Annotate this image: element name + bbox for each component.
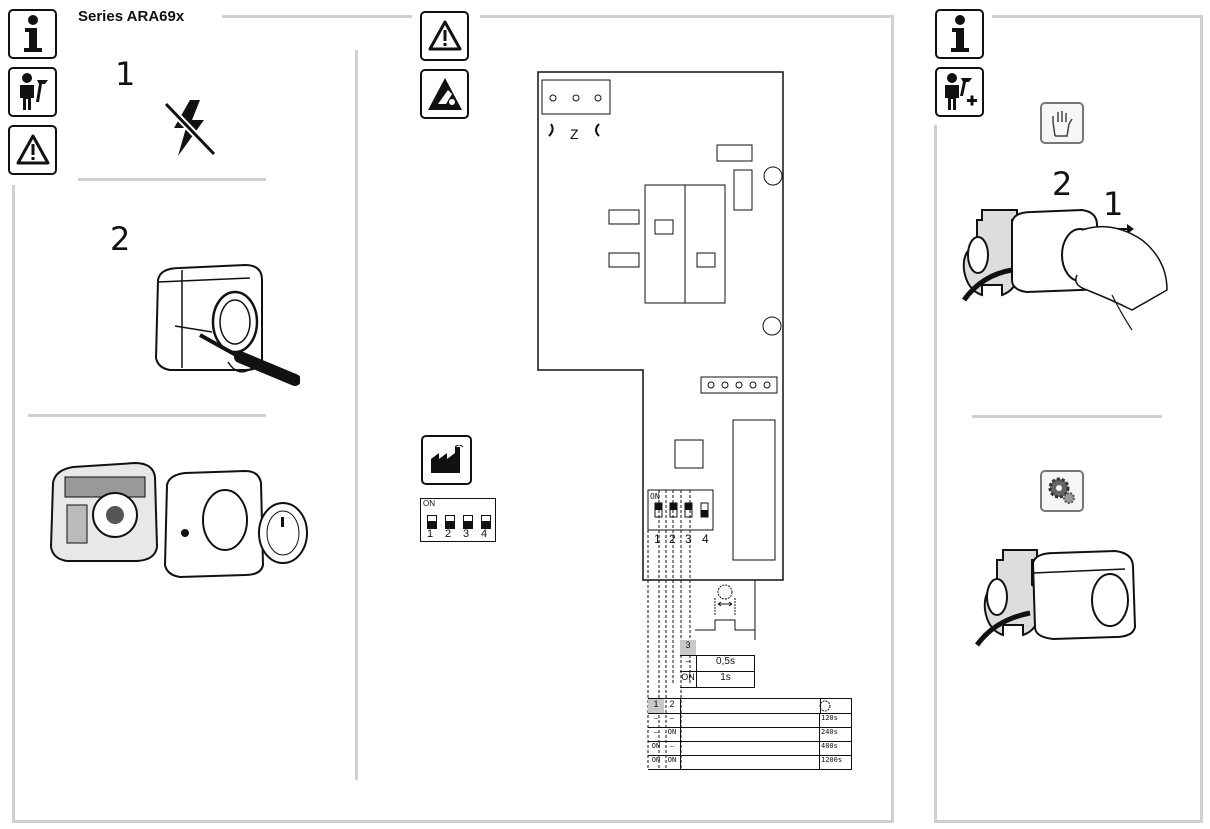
warning-icon: [8, 125, 57, 175]
dip-number: 3: [463, 528, 470, 540]
frame-line: [355, 50, 358, 780]
step-number: 2: [110, 220, 131, 258]
terminal-label: Z: [570, 126, 579, 142]
table-cell: –: [669, 714, 675, 722]
divider: [28, 414, 266, 417]
table-header: 2: [669, 699, 675, 709]
step-number: 2: [1052, 165, 1073, 203]
dip-on-label: ON: [650, 492, 660, 501]
table-cell: ON: [681, 672, 695, 682]
gear-icon: [1040, 470, 1084, 512]
page-title: Series ARA69x: [78, 8, 185, 25]
dip-number: 4: [481, 528, 488, 540]
frame-line: [934, 820, 1203, 823]
table-cell: –: [669, 742, 675, 750]
table-cell: 0,5s: [696, 656, 754, 671]
dip-number: 3: [685, 532, 692, 546]
esd-icon: [420, 69, 469, 119]
table-cell: 1200s: [819, 756, 851, 769]
frame-line: [934, 125, 937, 823]
frame-line: [480, 15, 894, 18]
table-cell: –: [685, 656, 691, 666]
dip-number: 1: [654, 532, 661, 546]
table-cell: 1s: [696, 672, 754, 687]
table-cell: ON: [667, 756, 677, 764]
actuator-exploded-illustration: [49, 461, 308, 579]
table-header: 1: [648, 699, 664, 713]
divider: [972, 415, 1162, 418]
table-cell: ON: [651, 742, 661, 750]
warning-icon: [420, 11, 469, 61]
frame-line: [222, 15, 412, 18]
table-cell: ON: [651, 756, 661, 764]
switch3-table: 3 – 0,5s ON 1s: [680, 640, 755, 688]
divider: [78, 178, 266, 181]
table-cell: 240s: [819, 728, 851, 741]
technician-icon: [8, 67, 57, 117]
dip-number: 4: [702, 532, 709, 546]
default-dip-switch: ON 1 2 3 4: [420, 498, 496, 542]
frame-line: [12, 185, 15, 823]
dip-on-label: ON: [423, 499, 435, 508]
dip-number: 2: [669, 532, 676, 546]
manual-hand-icon: [1040, 102, 1084, 144]
no-tool-icon: [163, 100, 217, 157]
frame-line: [891, 15, 894, 823]
table-cell: –: [653, 714, 659, 722]
table-cell: 120s: [819, 714, 851, 727]
table-cell: 480s: [819, 742, 851, 755]
frame-line: [1200, 15, 1203, 823]
install-plus-icon: [935, 67, 984, 117]
factory-icon: [421, 435, 472, 485]
dip-number: 2: [445, 528, 452, 540]
switch3-header: 3: [680, 640, 696, 655]
actuator-screwdriver-illustration: [154, 263, 300, 386]
circuit-board-diagram: [537, 71, 831, 770]
table-cell: ON: [667, 728, 677, 736]
table-cell: –: [653, 728, 659, 736]
info-icon: [8, 9, 57, 59]
frame-line: [992, 15, 1203, 18]
manual-override-illustration: [962, 208, 1168, 331]
frame-line: [12, 820, 894, 823]
step-number: 1: [115, 55, 136, 93]
dip-number: 1: [427, 528, 434, 540]
info-icon: [935, 9, 984, 59]
actuator-valve-illustration: [975, 549, 1137, 647]
step-number: 1: [1103, 185, 1124, 223]
switch12-table: 1 2 – – 120s – ON 240s ON – 480s ON ON 1…: [648, 698, 852, 770]
